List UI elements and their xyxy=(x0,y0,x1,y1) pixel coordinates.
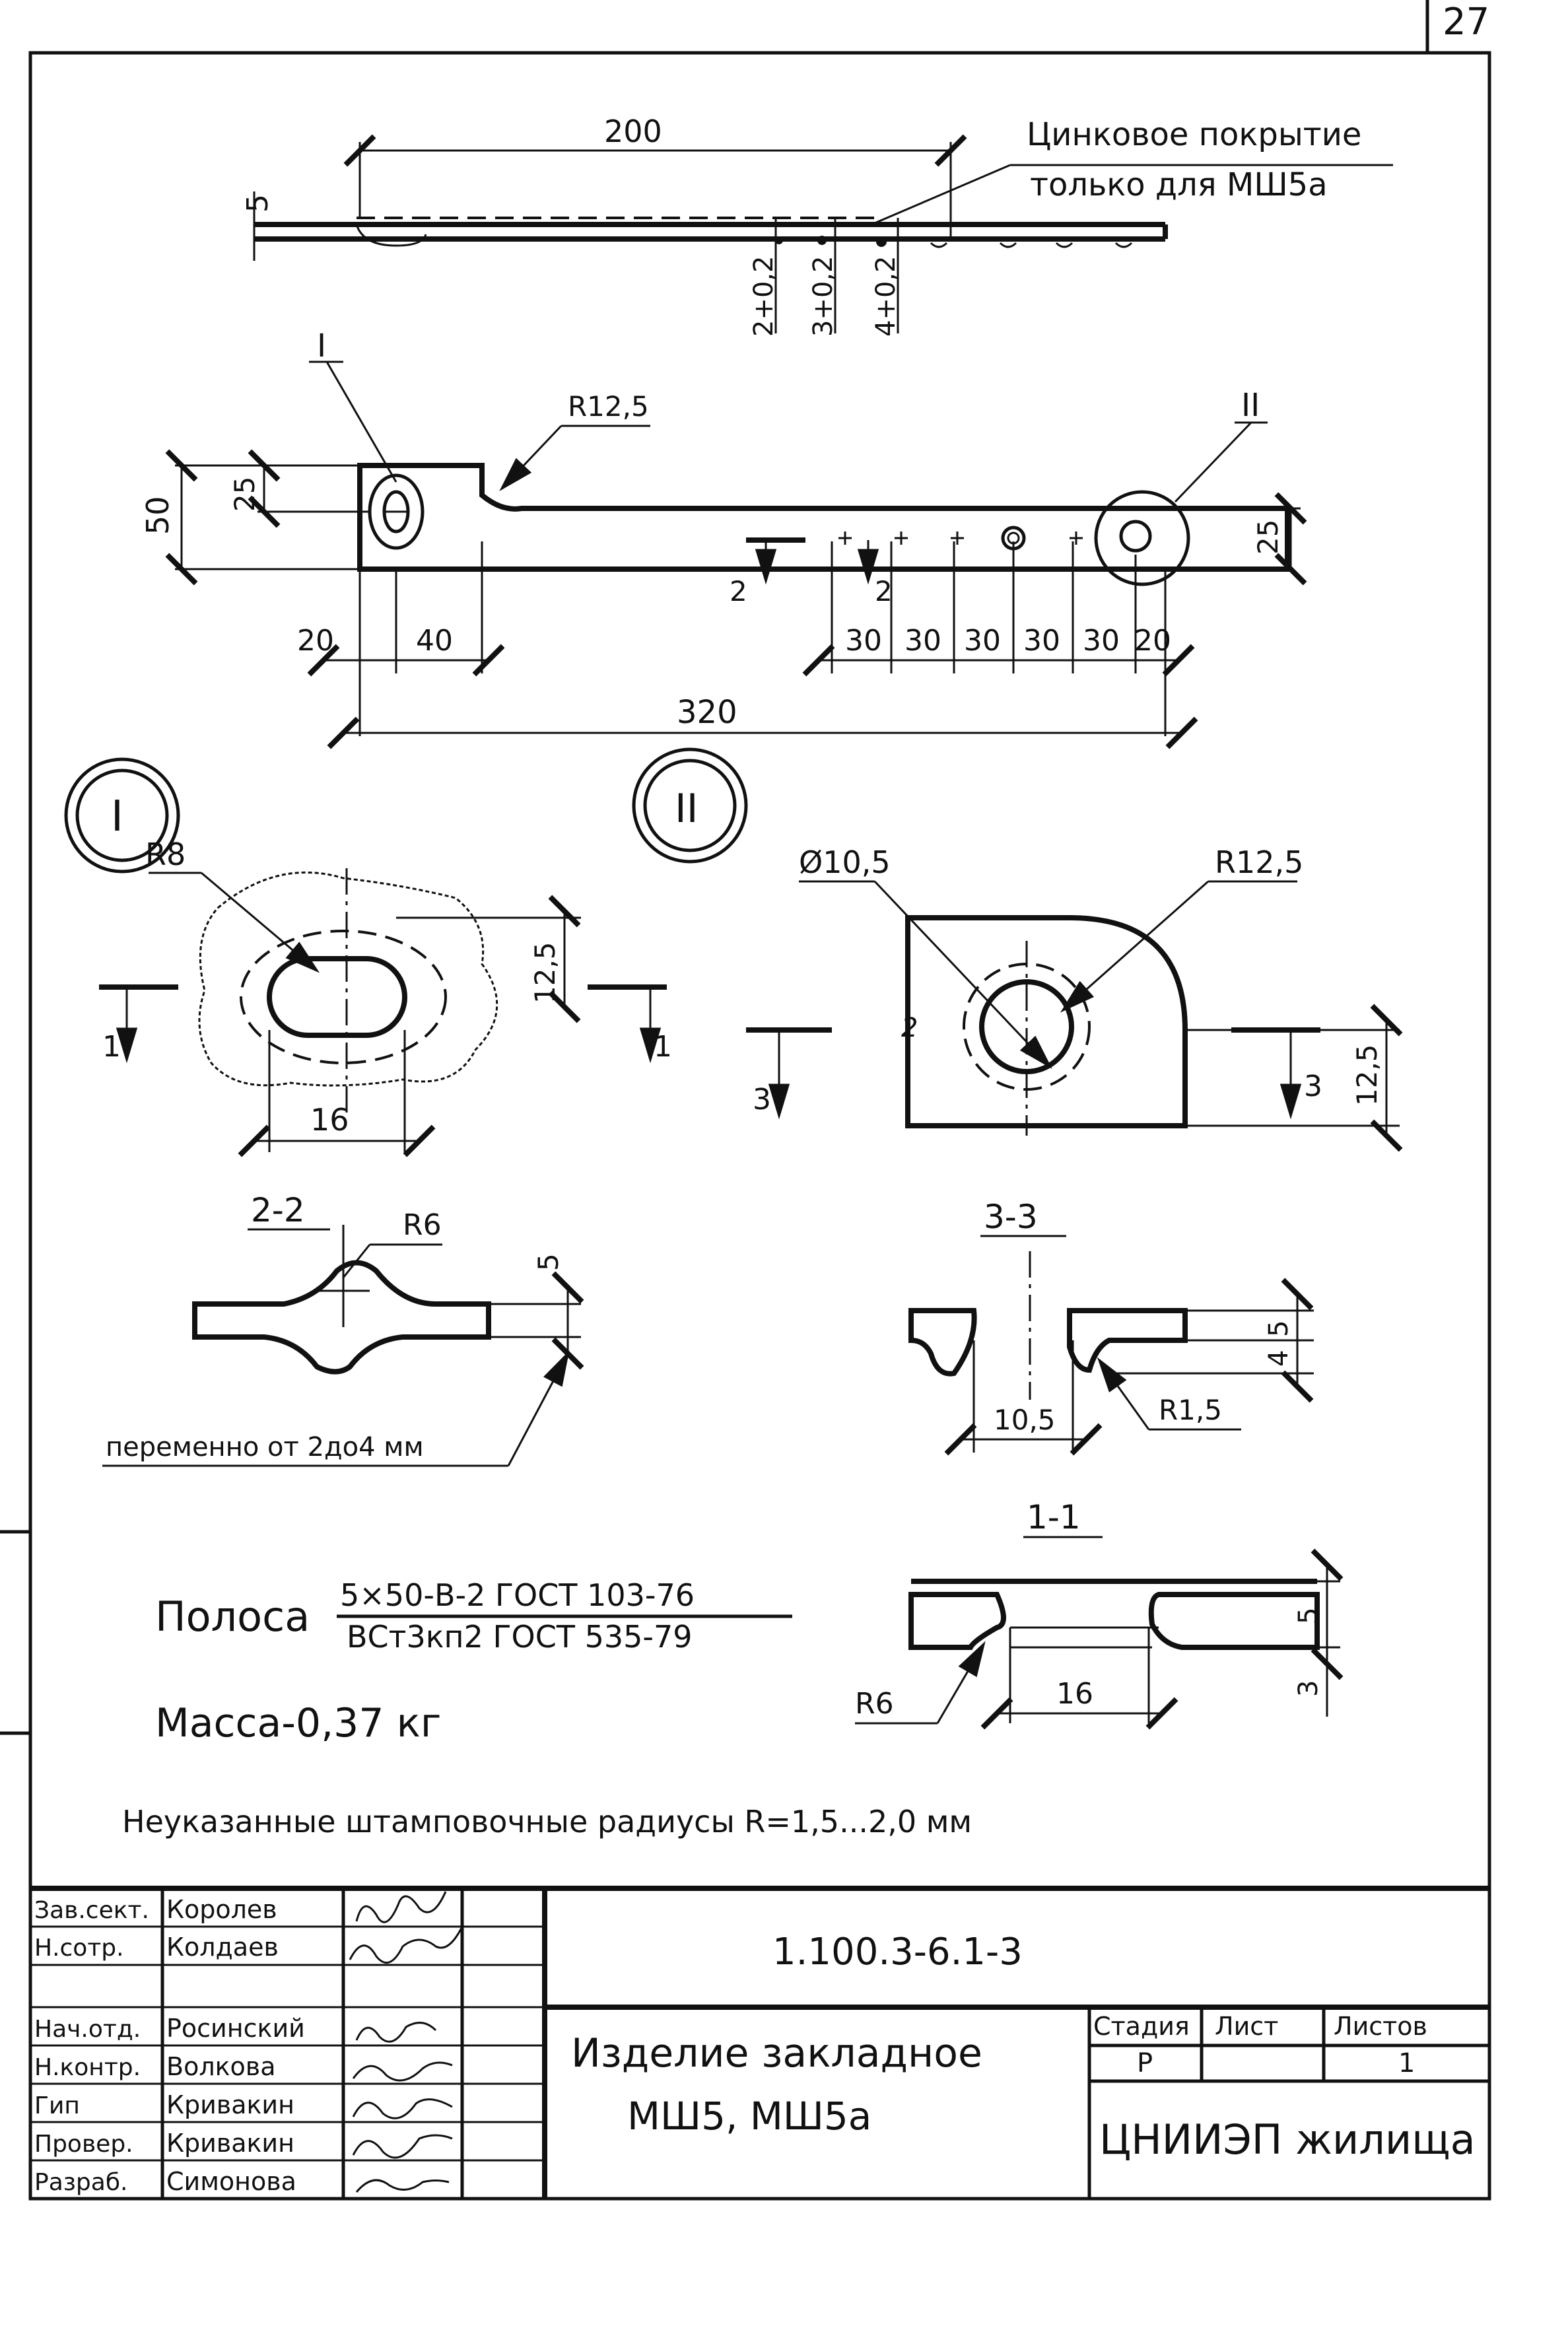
top-side-view: 200 5 Цинковое покрытие только для МШ5а … xyxy=(241,114,1393,337)
section-2-2-dim-5: 5 xyxy=(532,1253,564,1271)
detail-II-diameter: Ø10,5 xyxy=(799,844,891,880)
section-2-2-radius: R6 xyxy=(403,1208,442,1242)
detail-I: I R8 16 12,5 1 1 xyxy=(64,757,672,1157)
plan-view: 2 2 I II R12,5 50 25 25 20 40 xyxy=(140,327,1307,749)
sig-role-6: Провер. xyxy=(34,2131,133,2158)
stage-label: Стадия xyxy=(1093,2012,1190,2041)
section-3-3: 3-3 10,5 5 4 R1,5 xyxy=(908,1198,1314,1456)
plan-spacing-3: 30 xyxy=(964,624,1001,658)
detail-I-section-mark-right: 1 xyxy=(654,1030,672,1064)
plan-section-2-right: 2 xyxy=(875,575,893,607)
sheets-value: 1 xyxy=(1398,2048,1415,2078)
plan-spacing-6: 20 xyxy=(1134,624,1171,658)
section-1-1-radius: R6 xyxy=(855,1687,894,1721)
sig-role-3: Нач.отд. xyxy=(34,2016,141,2043)
item-title-line1: Изделие закладное xyxy=(571,2030,982,2077)
plan-spacing-2: 30 xyxy=(904,624,941,658)
sig-name-3: Росинский xyxy=(166,2014,305,2043)
sig-role-5: Гип xyxy=(34,2092,80,2119)
section-1-1-title: 1-1 xyxy=(1027,1498,1081,1536)
section-3-3-title: 3-3 xyxy=(984,1198,1038,1236)
document-code: 1.100.3-6.1-3 xyxy=(772,1931,1023,1974)
mass-note: Масса-0,37 кг xyxy=(155,1700,441,1746)
plan-callout-II: II xyxy=(1241,387,1260,424)
material-spec-bottom: ВСт3кп2 ГОСТ 535-79 xyxy=(347,1619,693,1655)
coating-note-line2: только для МШ5а xyxy=(1030,166,1328,203)
detail-I-label: I xyxy=(111,792,123,841)
detail-II-dim-12-5: 12,5 xyxy=(1351,1044,1383,1106)
detail-II: II Ø10,5 R12,5 2 3 3 12,5 xyxy=(632,747,1403,1152)
stage-value: Р xyxy=(1137,2048,1153,2078)
section-3-3-dim-4: 4 xyxy=(1264,1350,1294,1367)
depth-dim-2: 2+0,2 xyxy=(749,256,779,337)
sig-name-4: Волкова xyxy=(166,2052,276,2081)
sig-role-4: Н.контр. xyxy=(34,2054,141,2081)
plan-dim-25-left: 25 xyxy=(228,477,261,512)
plan-section-2-left: 2 xyxy=(730,575,747,607)
sig-role-0: Зав.сект. xyxy=(34,1897,149,1924)
organization: ЦНИИЭП жилища xyxy=(1099,2115,1476,2164)
material-spec-top: 5×50-В-2 ГОСТ 103-76 xyxy=(340,1577,695,1613)
section-1-1-dim-3: 3 xyxy=(1293,1680,1324,1697)
plan-dim-50: 50 xyxy=(140,496,176,535)
item-title-line2: МШ5, МШ5а xyxy=(627,2094,871,2139)
section-1-1-dim-5: 5 xyxy=(1293,1608,1324,1624)
section-1-1: 1-1 16 5 3 R6 xyxy=(855,1498,1344,1730)
plan-spacing-1: 30 xyxy=(845,624,882,658)
section-2-2-note: переменно от 2до4 мм xyxy=(106,1432,424,1462)
sheet-number: 27 xyxy=(1443,1,1489,44)
plan-radius: R12,5 xyxy=(568,390,649,423)
detail-I-section-mark: 1 xyxy=(102,1030,121,1064)
top-dim-thickness: 5 xyxy=(241,194,275,213)
depth-dim-3: 3+0,2 xyxy=(808,256,838,337)
section-3-3-dim-5: 5 xyxy=(1264,1321,1294,1337)
depth-dim-4: 4+0,2 xyxy=(871,256,901,337)
sig-role-1: Н.сотр. xyxy=(34,1935,124,1962)
detail-I-dim-16: 16 xyxy=(310,1102,349,1138)
sig-name-7: Симонова xyxy=(166,2167,296,2196)
section-2-2: 2-2 R6 5 переменно от 2до4 мм xyxy=(102,1191,584,1467)
radii-note: Неуказанные штамповочные радиусы R=1,5..… xyxy=(122,1804,972,1839)
handwritten-signatures xyxy=(349,1891,463,2193)
detail-I-dim-12-5: 12,5 xyxy=(529,942,561,1004)
detail-II-radius: R12,5 xyxy=(1215,844,1303,880)
detail-II-section-mark-right: 3 xyxy=(1304,1070,1322,1103)
plan-spacing-4: 30 xyxy=(1023,624,1060,658)
detail-I-radius: R8 xyxy=(145,837,186,872)
sig-name-0: Королев xyxy=(166,1895,277,1924)
section-3-3-radius: R1,5 xyxy=(1159,1394,1222,1426)
material-label: Полоса xyxy=(155,1593,310,1641)
detail-II-section-mark-left: 3 xyxy=(753,1083,771,1116)
section-3-3-dim-hole: 10,5 xyxy=(994,1404,1056,1436)
sheet-label: Лист xyxy=(1215,2012,1278,2041)
plan-dim-40: 40 xyxy=(416,624,453,658)
coating-note-line1: Цинковое покрытие xyxy=(1027,116,1361,153)
detail-II-edge-mark: 2 xyxy=(901,1013,918,1043)
sig-name-5: Кривакин xyxy=(166,2090,294,2119)
title-block: Зав.сект. Королев Н.сотр. Колдаев Нач.от… xyxy=(30,1886,1489,2199)
plan-spacing-5: 30 xyxy=(1083,624,1120,658)
plan-dim-320: 320 xyxy=(677,694,737,731)
sheet-frame xyxy=(28,51,1491,2201)
sig-name-1: Колдаев xyxy=(166,1933,279,1962)
section-1-1-dim-16: 16 xyxy=(1056,1677,1093,1711)
plan-callout-I: I xyxy=(317,327,326,364)
material-notes: Полоса 5×50-В-2 ГОСТ 103-76 ВСт3кп2 ГОСТ… xyxy=(122,1577,972,1839)
section-2-2-title: 2-2 xyxy=(251,1191,305,1229)
plan-dim-25-right: 25 xyxy=(1252,520,1284,555)
plan-dim-20-left: 20 xyxy=(297,624,334,658)
sig-name-6: Кривакин xyxy=(166,2129,294,2158)
sheets-label: Листов xyxy=(1334,2012,1427,2041)
sig-role-7: Разраб. xyxy=(34,2169,127,2196)
detail-II-label: II xyxy=(675,786,698,832)
top-dim-200: 200 xyxy=(604,114,662,149)
